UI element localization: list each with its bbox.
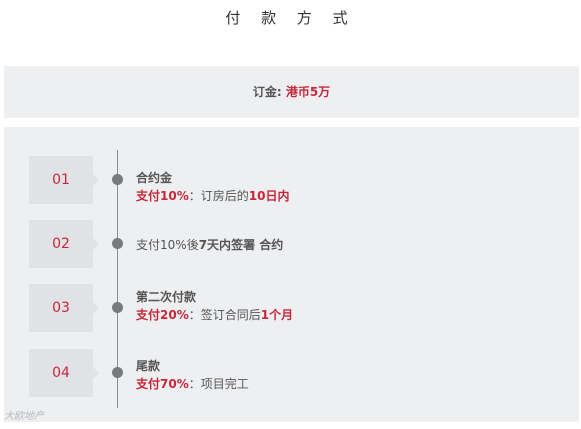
step-01-detail: 支付10%：订房后的10日内 — [136, 189, 290, 203]
step-02-text: 支付10%後7天内签署 合约 — [136, 238, 284, 252]
timeline-dot — [112, 238, 123, 249]
step-number-01: 01 — [29, 156, 99, 204]
timeline-dot — [112, 174, 123, 185]
timeline-dot — [112, 367, 123, 378]
step-01-title: 合约金 — [136, 171, 173, 185]
step-03-text: 第二次付款 支付20%：签订合同后1个月 — [136, 288, 293, 324]
step-03-title: 第二次付款 — [136, 290, 197, 304]
step-04-title: 尾款 — [136, 359, 161, 373]
step-number-03: 03 — [29, 284, 99, 332]
payment-timeline: 01 合约金 支付10%：订房后的10日内 02 支付10%後7天内签署 合约 … — [4, 127, 579, 422]
deposit-banner: 订金: 港币5万 — [4, 66, 579, 118]
timeline-dot — [112, 302, 123, 313]
step-01-text: 合约金 支付10%：订房后的10日内 — [136, 169, 289, 205]
step-number-02: 02 — [29, 220, 99, 268]
watermark: 大欧地产 — [4, 411, 44, 422]
timeline-line — [117, 150, 118, 408]
page-title: 付 款 方 式 — [225, 9, 356, 27]
step-03-detail: 支付20%：签订合同后1个月 — [136, 308, 294, 322]
step-number-04: 04 — [29, 349, 99, 397]
step-04-text: 尾款 支付70%：项目完工 — [136, 357, 249, 393]
step-04-detail: 支付70%：项目完工 — [136, 377, 249, 391]
deposit-amount: 港币5万 — [285, 85, 331, 99]
deposit-label: 订金: — [252, 85, 286, 99]
